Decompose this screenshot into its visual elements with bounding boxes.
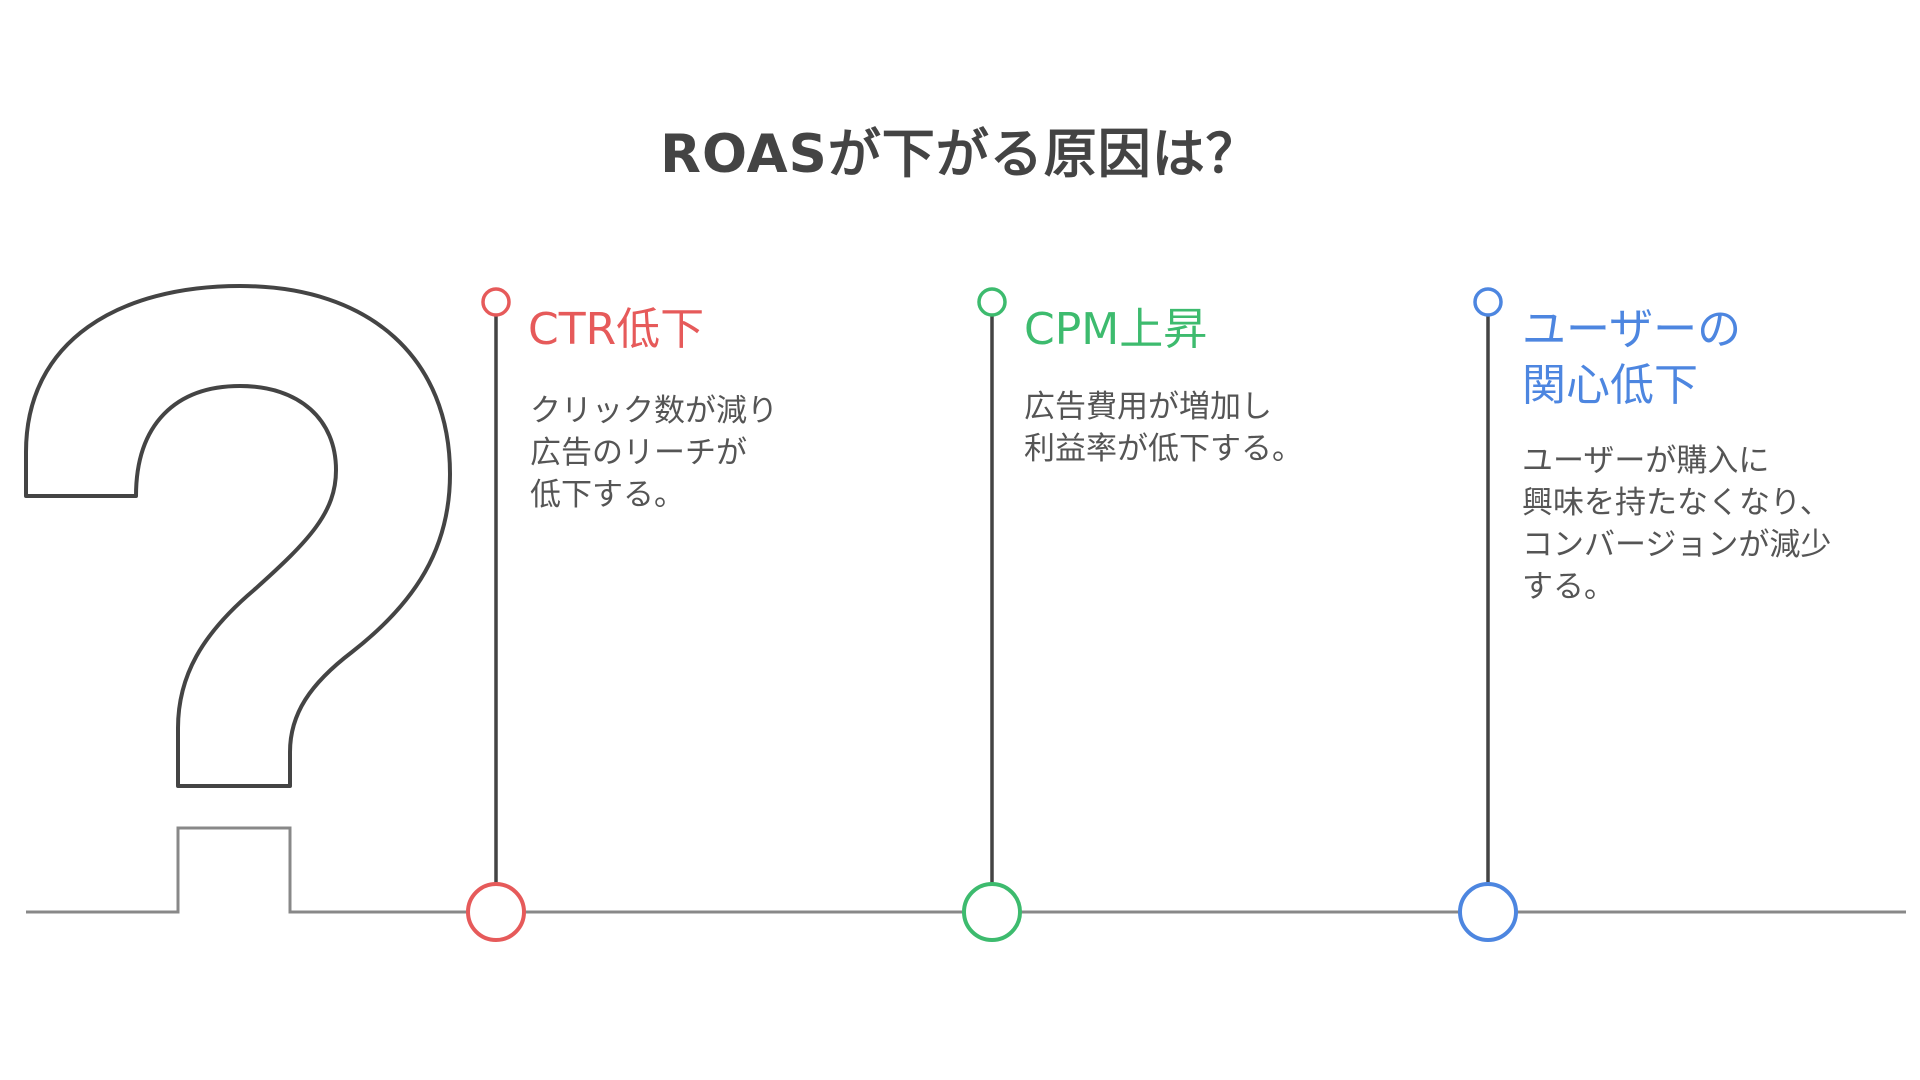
item-3-top-dot	[1473, 287, 1503, 317]
item-2-heading-line: CPM上昇	[1024, 304, 1208, 355]
item-3-description: ユーザーが購入に 興味を持たなくなり、 コンバージョンが減少 する。	[1522, 440, 1831, 608]
diagram-title: ROASが下がる原因は？	[660, 124, 1260, 185]
item-3-base-node	[1458, 882, 1518, 942]
item-3-heading-line: 関心低下	[1522, 360, 1698, 411]
item-1-desc-line: 低下する。	[530, 477, 685, 513]
item-3-desc-line: ユーザーが購入に	[1522, 443, 1770, 479]
item-3-heading-line: ユーザーの	[1522, 304, 1742, 355]
item-1-heading-line: CTR低下	[528, 304, 705, 355]
item-3-heading: ユーザーの 関心低下	[1522, 302, 1741, 414]
item-1-base-node	[466, 882, 526, 942]
item-2-desc-line: 利益率が低下する。	[1024, 431, 1303, 467]
item-1-desc-line: クリック数が減り	[530, 393, 778, 429]
item-1-heading: CTR低下	[528, 302, 704, 358]
item-2-top-dot	[977, 287, 1007, 317]
item-1-desc-line: 広告のリーチが	[530, 435, 747, 471]
item-2-heading: CPM上昇	[1024, 302, 1207, 358]
item-2-description: 広告費用が増加し 利益率が低下する。	[1024, 386, 1303, 470]
item-2-base-node	[962, 882, 1022, 942]
item-3-desc-line: 興味を持たなくなり、	[1522, 485, 1831, 521]
item-3-desc-line: コンバージョンが減少	[1522, 527, 1832, 563]
baseline	[26, 826, 1906, 914]
item-3-desc-line: する。	[1522, 569, 1615, 605]
item-2-desc-line: 広告費用が増加し	[1024, 389, 1272, 425]
item-1-description: クリック数が減り 広告のリーチが 低下する。	[530, 390, 778, 516]
question-mark-icon	[24, 284, 452, 788]
item-1-top-dot	[481, 287, 511, 317]
